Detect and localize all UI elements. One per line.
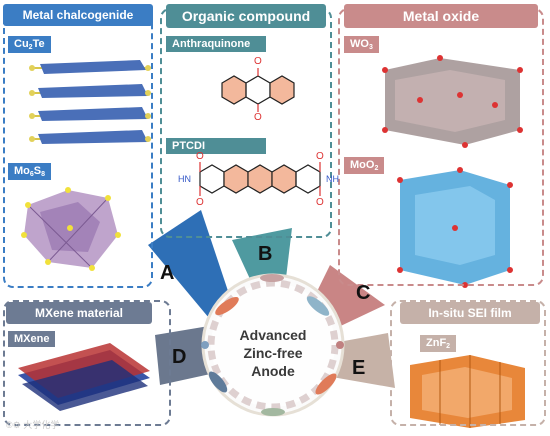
tag-znf2: ZnF2 — [420, 335, 457, 352]
center-title: Advanced Zinc-free Anode — [228, 326, 318, 380]
sector-e-wedge — [332, 333, 395, 388]
tag-wo3: WO3 — [344, 36, 379, 53]
center-wreath — [201, 273, 345, 417]
sector-label-d: D — [172, 346, 187, 368]
panel-sei — [390, 300, 546, 426]
mo6s8-structure — [21, 187, 121, 271]
tag-moo2: MoO2 — [344, 157, 385, 174]
center-line-1: Advanced — [239, 327, 307, 343]
tag-ptcdi: PTCDI — [166, 138, 266, 154]
ptcdi-o-bl: O — [196, 197, 204, 208]
center-line-3: Anode — [251, 363, 295, 379]
sector-label-a: A — [160, 262, 175, 284]
sector-a-wedge — [148, 210, 237, 330]
header-metal-chalcogenide: Metal chalcogenide — [3, 4, 153, 26]
anthraquinone-structure — [221, 68, 295, 112]
tag-anthraquinone: Anthraquinone — [166, 36, 266, 52]
ptcdi-o-tr: O — [316, 151, 324, 162]
anthraquinone-o-top: O — [254, 56, 262, 67]
moo2-structure — [397, 167, 513, 288]
cu2te-structure — [29, 60, 151, 144]
ptcdi-nh: NH — [326, 174, 339, 184]
header-organic-compound: Organic compound — [166, 4, 326, 28]
ptcdi-o-tl: O — [196, 151, 204, 162]
sector-label-b: B — [258, 243, 273, 265]
header-metal-oxide: Metal oxide — [344, 4, 538, 28]
mxene-structure — [18, 343, 150, 411]
tag-mo6s8: Mo6S8 — [8, 163, 52, 180]
sector-label-c: C — [356, 282, 371, 304]
ptcdi-hn: HN — [178, 174, 191, 184]
panel-mxene — [3, 300, 171, 426]
sector-label-e: E — [352, 357, 366, 379]
tag-cu2te: Cu2Te — [8, 36, 51, 53]
header-sei: In-situ SEI film — [400, 302, 540, 324]
znf2-structure — [410, 355, 525, 428]
center-line-2: Zinc-free — [243, 345, 303, 361]
tag-mxene: MXene — [8, 331, 56, 347]
ptcdi-o-br: O — [316, 197, 324, 208]
watermark: ©⚙ 大学化学 — [6, 420, 60, 430]
wo3-structure — [382, 55, 523, 148]
anthraquinone-o-bottom: O — [254, 112, 262, 123]
header-mxene: MXene material — [6, 302, 152, 324]
ptcdi-structure — [199, 162, 321, 196]
